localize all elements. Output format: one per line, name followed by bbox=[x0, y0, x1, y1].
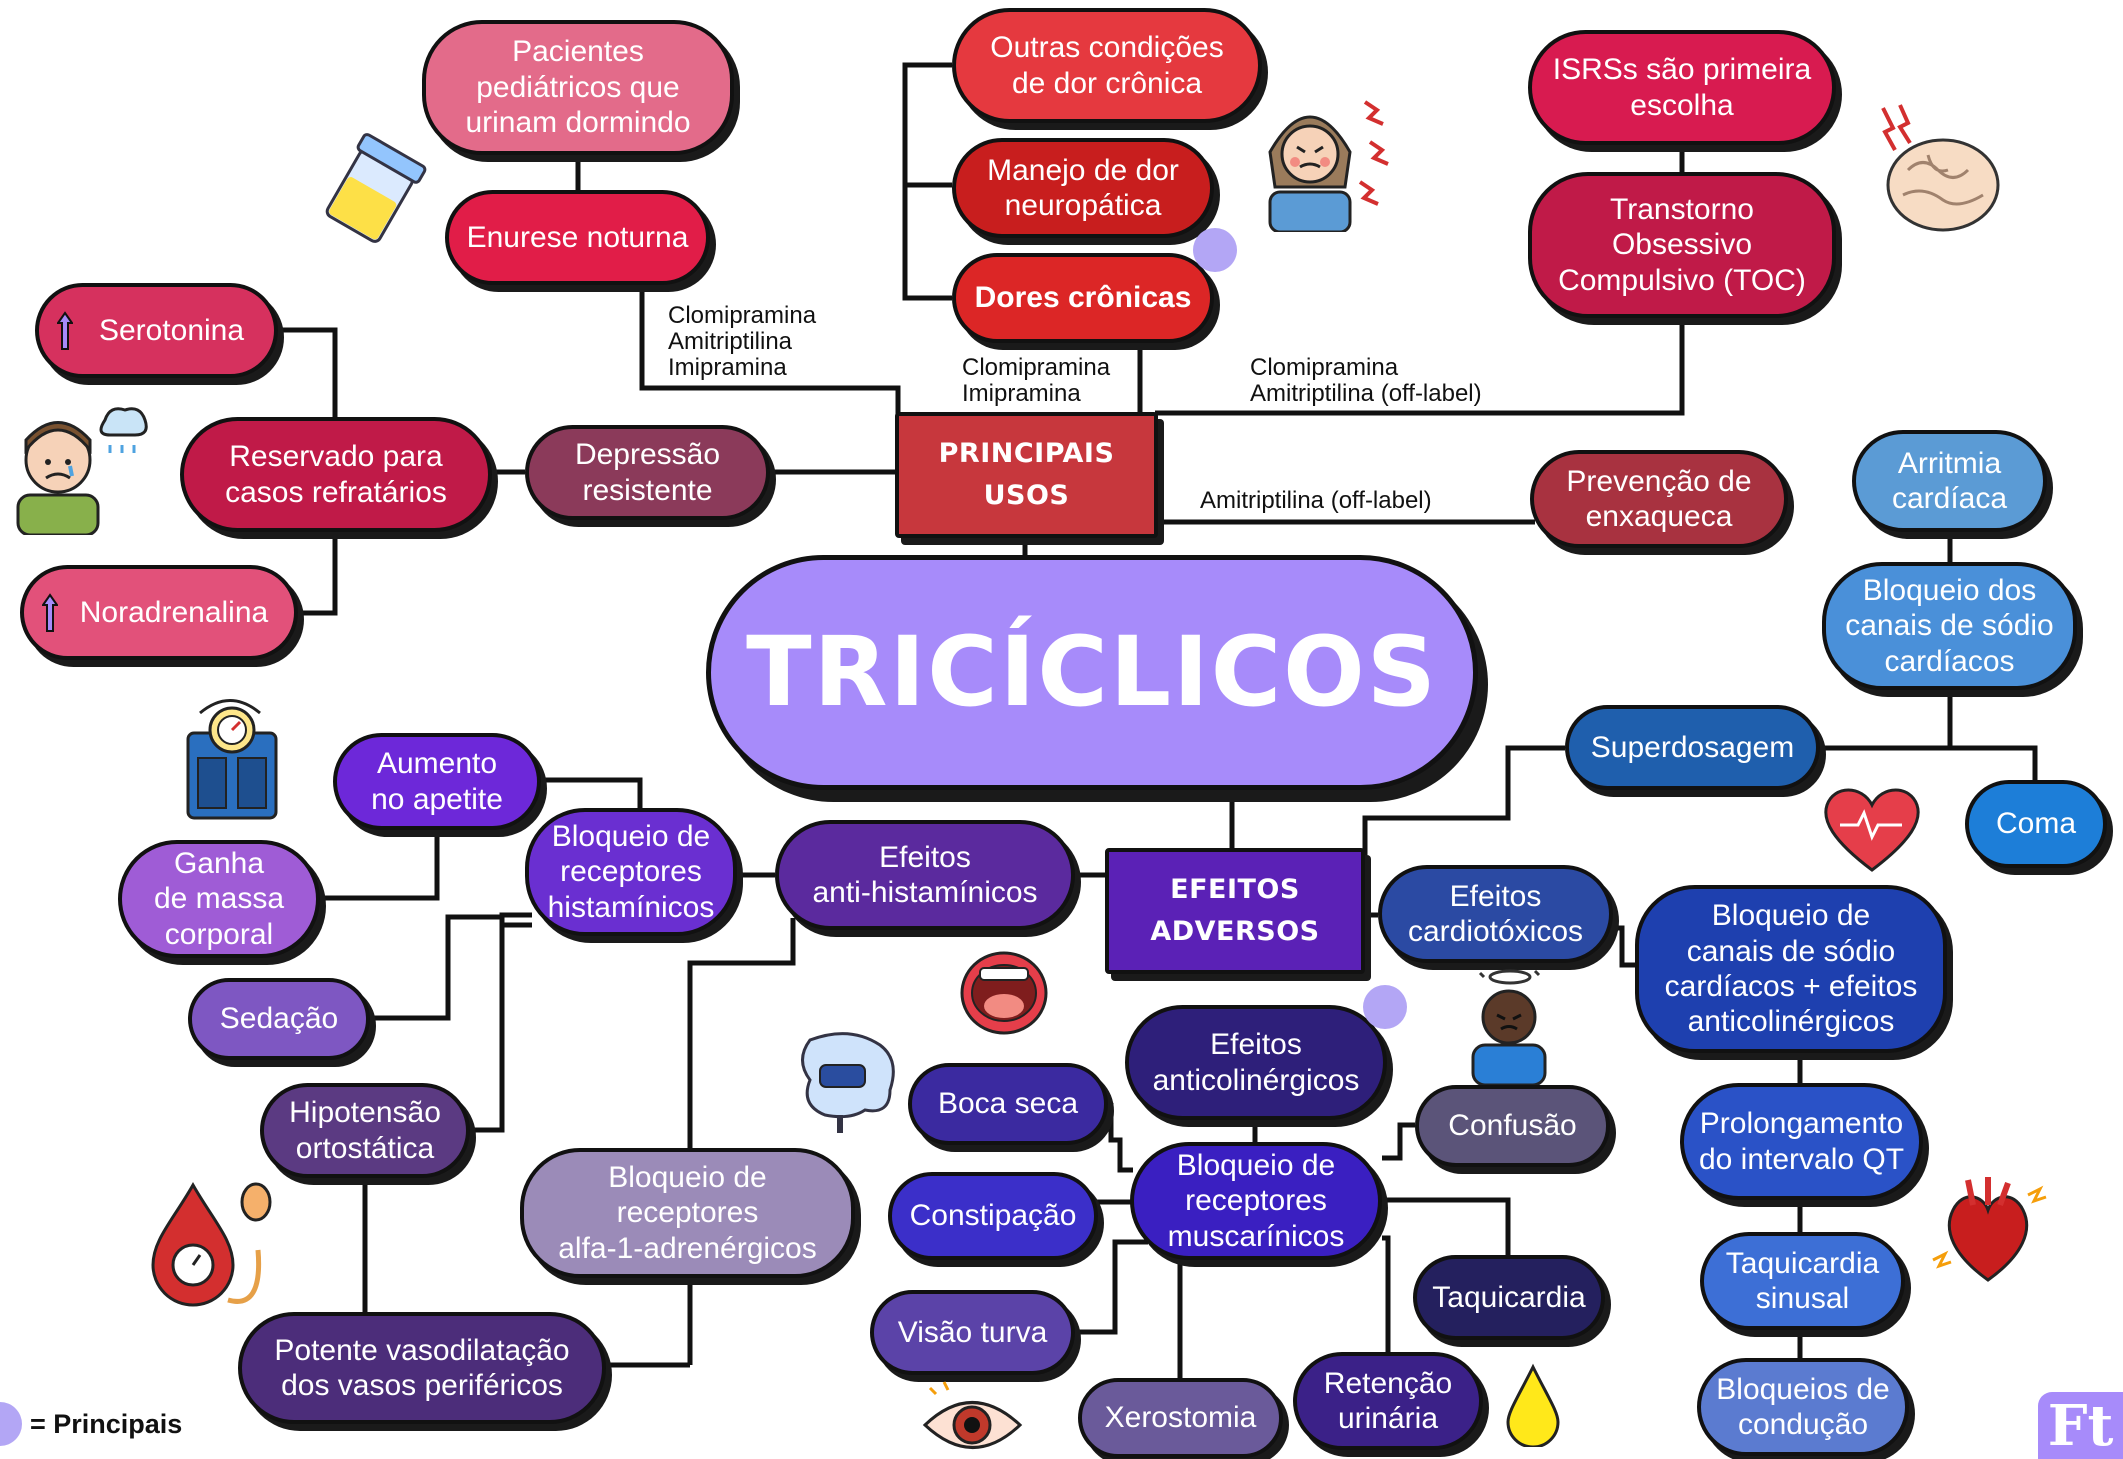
arrow-up-icon bbox=[57, 310, 73, 350]
node-superdosagem: Superdosagem bbox=[1565, 705, 1820, 790]
node-bloqueio-histaminicos: Bloqueio de receptores histamínicos bbox=[525, 808, 737, 936]
hub-efeitos-adversos: EFEITOS ADVERSOS bbox=[1105, 848, 1365, 974]
principal-dot bbox=[1363, 985, 1407, 1029]
node-anticolinergicos: Efeitos anticolinérgicos bbox=[1125, 1005, 1387, 1120]
node-bloqueio-alfa: Bloqueio de receptores alfa-1-adrenérgic… bbox=[520, 1148, 855, 1278]
node-enxaqueca: Prevenção de enxaqueca bbox=[1530, 450, 1788, 548]
node-confusao: Confusão bbox=[1415, 1085, 1610, 1167]
node-outras-condicoes: Outras condições de dor crônica bbox=[952, 8, 1262, 123]
principal-dot bbox=[1193, 228, 1237, 272]
node-sedacao: Sedação bbox=[188, 978, 370, 1060]
node-enurese-noturna: Enurese noturna bbox=[445, 190, 710, 285]
arrow-up-icon bbox=[42, 592, 58, 632]
node-pacientes-pediatricos: Pacientes pediátricos que urinam dormind… bbox=[422, 20, 734, 155]
node-constipacao: Constipação bbox=[888, 1172, 1098, 1260]
node-ganha-massa: Ganha de massa corporal bbox=[118, 840, 320, 958]
node-noradrenalina: Noradrenalina bbox=[20, 565, 298, 660]
node-hipotensao: Hipotensão ortostática bbox=[260, 1083, 470, 1178]
heart-pain-icon bbox=[1932, 1177, 2047, 1282]
node-anti-histaminicos: Efeitos anti-histamínicos bbox=[775, 820, 1075, 930]
node-manejo-dor: Manejo de dor neuropática bbox=[952, 138, 1214, 238]
blood-pressure-icon bbox=[151, 1181, 272, 1307]
node-bloqueio-sodio: Bloqueio dos canais de sódio cardíacos bbox=[1822, 562, 2077, 690]
node-taquicardia: Taquicardia bbox=[1413, 1255, 1605, 1340]
node-boca-seca: Boca seca bbox=[908, 1063, 1108, 1145]
dizzy-person-icon bbox=[1471, 969, 1547, 1085]
node-retencao-urinaria: Retenção urinária bbox=[1293, 1352, 1483, 1450]
node-aumento-apetite: Aumento no apetite bbox=[333, 733, 541, 830]
node-prolongamento-qt: Prolongamento do intervalo QT bbox=[1680, 1083, 1923, 1200]
node-xerostomia: Xerostomia bbox=[1078, 1378, 1283, 1458]
node-dores-cronicas: Dores crônicas bbox=[952, 253, 1214, 343]
legend-dot bbox=[0, 1402, 22, 1446]
node-toc: Transtorno Obsessivo Compulsivo (TOC) bbox=[1528, 172, 1836, 318]
drug-label-enxaqueca: Amitriptilina (off-label) bbox=[1200, 487, 1432, 514]
drug-label-enurese: Clomipramina Amitriptilina Imipramina bbox=[668, 302, 817, 381]
mouth-icon bbox=[960, 951, 1048, 1035]
scale-icon bbox=[186, 699, 278, 820]
legend-label: = Principais bbox=[30, 1408, 183, 1439]
central-topic: TRICÍCLICOS bbox=[706, 555, 1478, 790]
node-depressao-resistente: Depressão resistente bbox=[525, 425, 770, 520]
drop-icon bbox=[1506, 1363, 1560, 1447]
legend: = Principais bbox=[0, 1402, 182, 1446]
drug-label-dores: Clomipramina Imipramina bbox=[962, 354, 1111, 407]
eye-icon bbox=[922, 1381, 1023, 1449]
node-serotonina: Serotonina bbox=[35, 283, 278, 378]
node-visao-turva: Visão turva bbox=[870, 1290, 1075, 1375]
intestine-icon bbox=[801, 1032, 895, 1133]
node-bloqueio-sodio-anticol: Bloqueio de canais de sódio cardíacos + … bbox=[1635, 885, 1947, 1053]
node-reservado: Reservado para casos refratários bbox=[180, 417, 492, 532]
node-bloqueios-conducao: Bloqueios de condução bbox=[1697, 1358, 1909, 1456]
brand-logo: Ft bbox=[2038, 1392, 2123, 1459]
node-isrs: ISRSs são primeira escolha bbox=[1528, 30, 1836, 145]
drug-label-toc: Clomipramina Amitriptilina (off-label) bbox=[1250, 354, 1482, 407]
node-coma: Coma bbox=[1965, 780, 2107, 868]
node-bloqueio-muscarinicos: Bloqueio de receptores muscarínicos bbox=[1130, 1142, 1382, 1260]
label-noradrenalina: Noradrenalina bbox=[79, 595, 269, 629]
label-serotonina: Serotonina bbox=[98, 313, 245, 347]
node-cardiotoxicos: Efeitos cardiotóxicos bbox=[1378, 865, 1613, 963]
node-vasodilatacao: Potente vasodilatação dos vasos periféri… bbox=[238, 1312, 606, 1424]
node-taquicardia-sinusal: Taquicardia sinusal bbox=[1700, 1232, 1905, 1330]
hub-principais-usos: PRINCIPAIS USOS bbox=[895, 412, 1158, 538]
urine-cup-icon bbox=[325, 133, 427, 243]
node-arritmia: Arritmia cardíaca bbox=[1852, 430, 2047, 532]
heart-icon bbox=[1824, 788, 1920, 872]
brain-icon bbox=[1881, 104, 2000, 232]
sad-person-icon bbox=[16, 407, 148, 535]
pain-face-icon bbox=[1268, 100, 1389, 232]
